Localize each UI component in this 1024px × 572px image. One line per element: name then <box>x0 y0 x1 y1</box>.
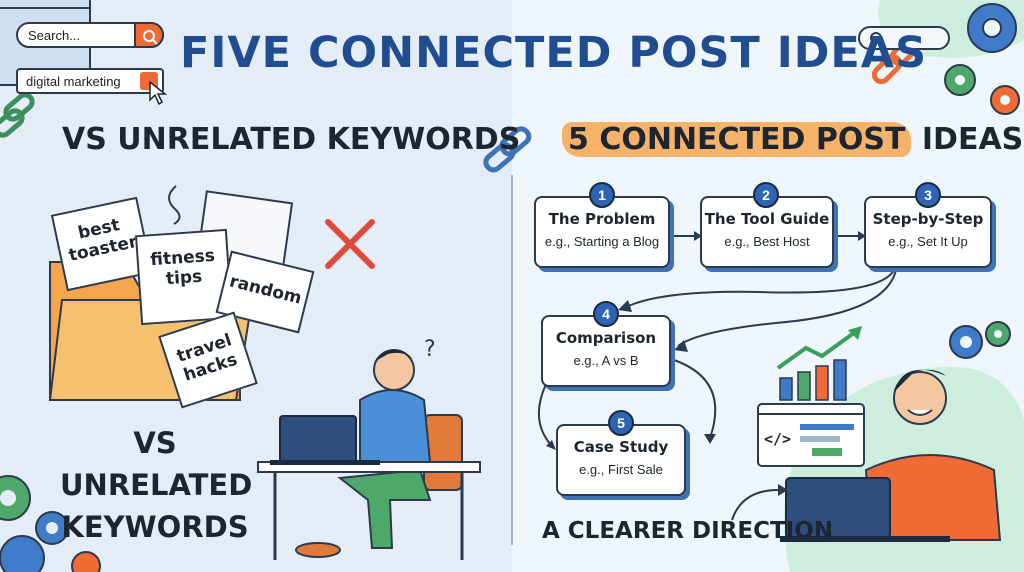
page-title: FIVE CONNECTED POST IDEAS <box>180 28 928 78</box>
gear-icon <box>949 321 1011 359</box>
vs-line-2: UNRELATED <box>60 468 253 502</box>
heading-rest: IDEAS <box>921 122 1024 157</box>
step-example: e.g., Starting a Blog <box>544 234 660 249</box>
keyword-query-text: digital marketing <box>26 74 121 89</box>
step-example: e.g., A vs B <box>573 353 639 368</box>
step-number-badge: 1 <box>589 182 615 208</box>
gear-icon <box>0 475 101 572</box>
laptop-icon <box>780 477 950 542</box>
step-example: e.g., Best Host <box>724 234 810 249</box>
step-number-badge: 3 <box>915 182 941 208</box>
keyword-note-text: fitness tips <box>149 245 216 290</box>
keyword-note-text: travel hacks <box>174 330 240 386</box>
small-search-bar[interactable] <box>858 26 950 50</box>
step-title: The Tool Guide <box>704 210 830 228</box>
keyword-note-text: best toaster <box>67 215 140 266</box>
question-icon: ? <box>424 337 436 362</box>
clearer-direction-caption: A CLEARER DIRECTION <box>542 518 833 544</box>
step-example: e.g., Set It Up <box>888 234 968 249</box>
right-section-heading: 5 CONNECTED POST IDEAS <box>562 122 1023 157</box>
flow-arrow-heads <box>546 231 866 450</box>
search-bar[interactable]: Search... <box>16 22 164 48</box>
happy-person-illustration <box>864 369 1002 541</box>
vs-line-1: VS <box>133 426 177 460</box>
squiggle-arrow <box>168 185 181 225</box>
chain-link-icon <box>0 92 35 138</box>
laptop-icon <box>270 415 380 465</box>
step-title: Step-by-Step <box>872 210 984 228</box>
vs-line-3: KEYWORDS <box>61 510 249 544</box>
gear-icon <box>944 3 1020 115</box>
cursor-icon <box>149 80 168 106</box>
step-number-badge: 4 <box>593 301 619 327</box>
caption-arrow <box>731 489 779 521</box>
panel-divider <box>511 175 513 545</box>
search-icon <box>870 32 885 47</box>
step-title: Comparison <box>555 329 657 347</box>
step-title: The Problem <box>548 210 656 228</box>
left-section-heading: VS UNRELATED KEYWORDS <box>62 122 521 157</box>
cross-icon <box>325 219 375 269</box>
code-icon: </> <box>764 430 791 448</box>
code-window-icon: </> <box>757 403 865 467</box>
vs-caption: VS UNRELATED KEYWORDS <box>60 422 253 548</box>
chain-link-icon <box>483 126 532 173</box>
search-icon <box>143 30 158 45</box>
step-number-badge: 2 <box>753 182 779 208</box>
step-number-badge: 5 <box>608 410 634 436</box>
chart-icon <box>776 326 862 401</box>
step-card-5: Case Study e.g., First Sale <box>556 424 686 496</box>
step-title: Case Study <box>573 438 669 456</box>
flow-arrows <box>537 235 897 447</box>
heading-highlight: 5 CONNECTED POST <box>562 122 912 157</box>
search-button[interactable] <box>134 22 164 48</box>
keyword-note-text: random <box>227 271 304 309</box>
step-example: e.g., First Sale <box>579 462 663 477</box>
step-card-2: The Tool Guide e.g., Best Host <box>700 196 834 268</box>
keyword-query-field[interactable]: digital marketing <box>16 68 164 94</box>
search-placeholder: Search... <box>28 28 81 43</box>
caption-arrow-head <box>778 484 788 496</box>
